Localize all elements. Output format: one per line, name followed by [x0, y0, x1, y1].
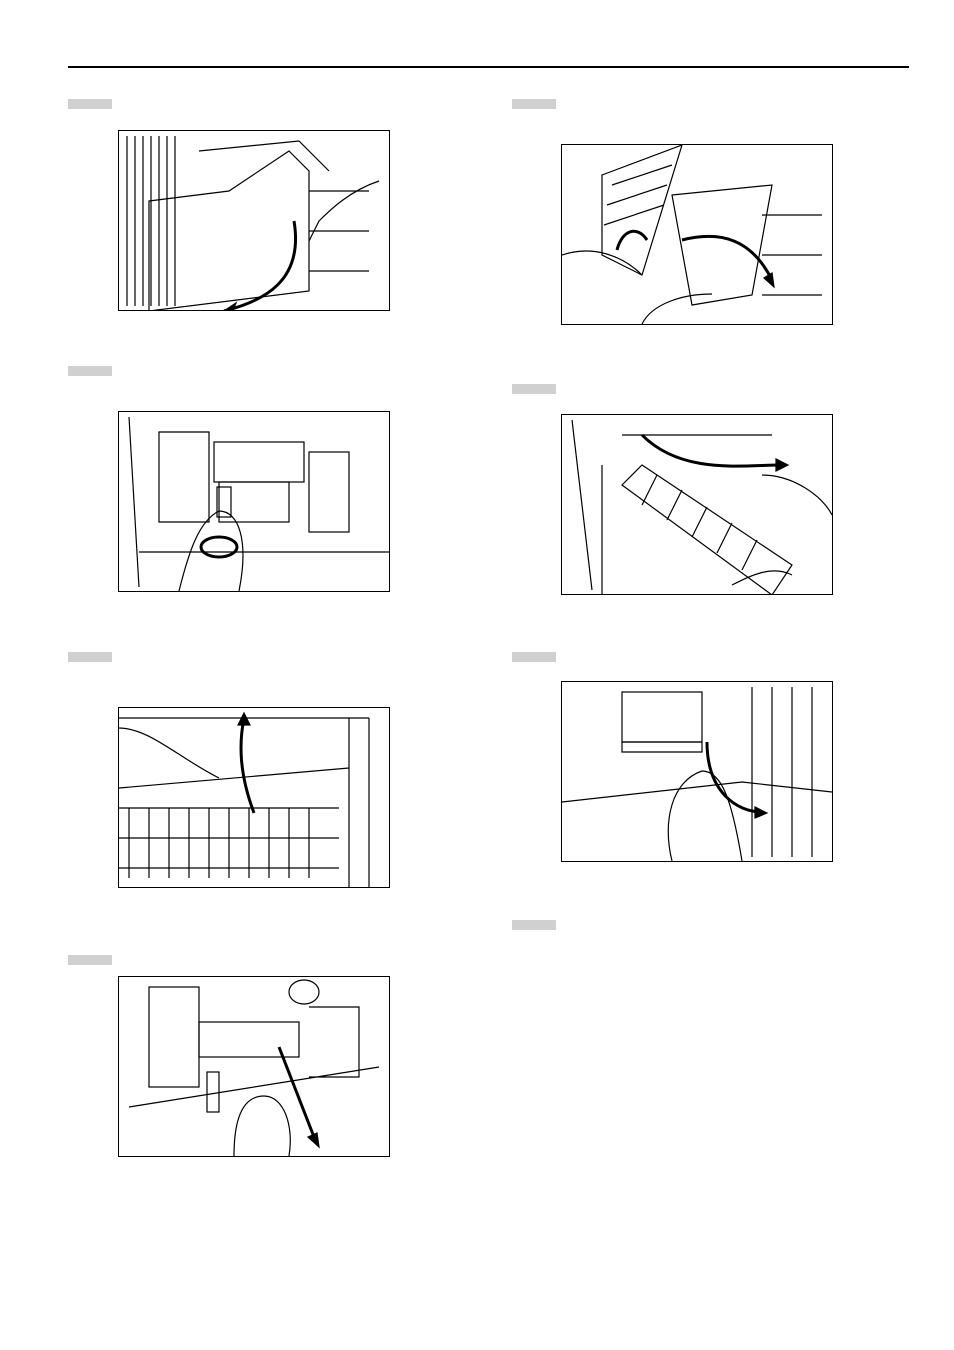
step-marker-4	[68, 955, 112, 965]
step-marker-8	[512, 920, 556, 930]
step-marker-5	[512, 99, 556, 109]
pull-out-duplex-unit-icon	[561, 414, 833, 595]
step-marker-1	[68, 99, 112, 109]
step-marker-7	[512, 652, 556, 662]
remove-jammed-paper-icon	[561, 144, 833, 325]
step-marker-6	[512, 384, 556, 394]
step-marker-3	[68, 652, 112, 662]
pull-unit-icon	[118, 976, 390, 1157]
close-cover-icon	[561, 681, 833, 862]
open-side-cover-icon	[118, 130, 390, 311]
lift-guide-icon	[118, 707, 390, 888]
header-rule	[68, 66, 909, 68]
turn-knob-icon	[118, 411, 390, 592]
step-marker-2	[68, 366, 112, 376]
